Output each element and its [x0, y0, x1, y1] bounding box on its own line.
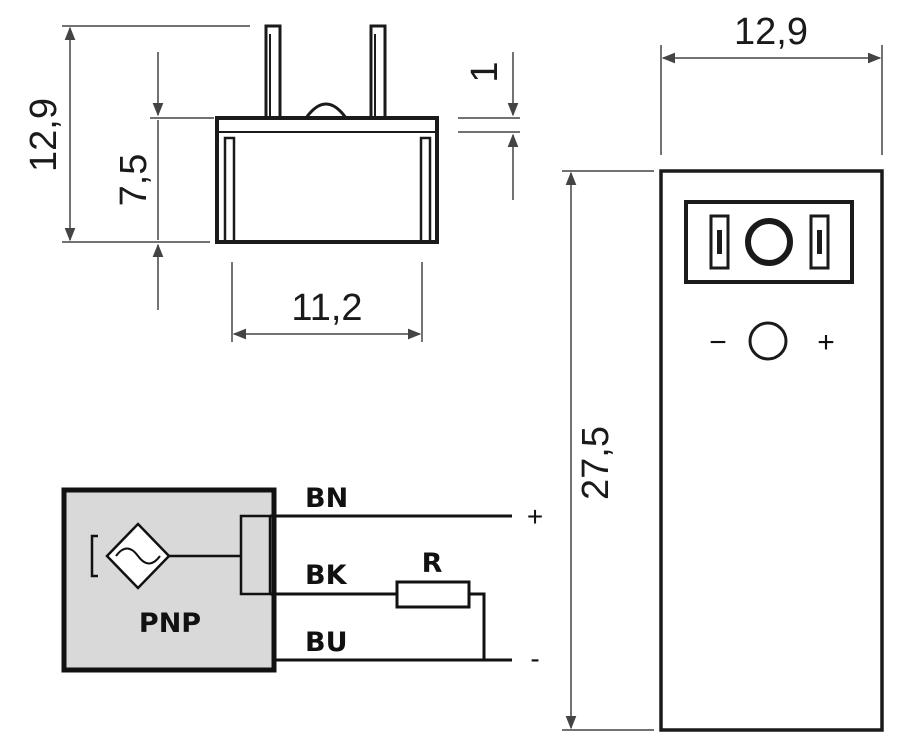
- dim-side-height-label: 12,9: [23, 98, 65, 172]
- resistor-label: R: [422, 548, 443, 579]
- dim-top-length: 27,5: [562, 170, 654, 731]
- wire-bu-label: BU: [305, 627, 348, 658]
- resistor-to-ground: [469, 592, 486, 660]
- terminal-minus-label: -: [530, 643, 539, 674]
- right-pin: [369, 24, 387, 120]
- dim-body-height: 7,5: [113, 52, 214, 310]
- wire-bn-label: BN: [305, 483, 348, 514]
- sensor-bracket: [90, 534, 98, 578]
- connector-left-slot-inner: [717, 230, 722, 254]
- wiring-diagram: PNP BN BK BU R + -: [61, 483, 543, 674]
- dim-top-length-label: 27,5: [575, 426, 617, 500]
- led-indicator: [748, 321, 788, 361]
- led-minus-label: −: [709, 326, 727, 359]
- left-pin: [264, 24, 282, 120]
- sensor-box: [61, 487, 277, 673]
- dim-body-height-label: 7,5: [113, 154, 155, 207]
- side-view: [215, 24, 439, 244]
- top-view: − +: [659, 169, 884, 732]
- led-dome: [304, 102, 348, 119]
- terminal-plus-label: +: [527, 501, 543, 532]
- connector-center-pin: [745, 218, 793, 266]
- wire-bk-label: BK: [305, 560, 348, 591]
- dim-top-width: 12,9: [660, 11, 883, 155]
- sensor-diamond-wave: [115, 547, 161, 565]
- resistor: [395, 580, 471, 609]
- dim-plate-thickness-label: 1: [464, 61, 506, 82]
- dim-side-height: 12,9: [23, 25, 250, 243]
- sensor-body-side: [215, 116, 439, 244]
- body-left-groove: [223, 136, 236, 244]
- output-stage-box: [239, 514, 272, 596]
- dim-side-width-label: 11,2: [291, 287, 362, 329]
- connector-right-slot-inner: [817, 230, 822, 254]
- body-right-groove: [419, 136, 432, 244]
- sensor-type-label: PNP: [139, 608, 201, 639]
- dim-top-width-label: 12,9: [734, 11, 808, 53]
- dim-side-width: 11,2: [231, 262, 423, 342]
- led-plus-label: +: [817, 326, 835, 359]
- dim-plate-thickness: 1: [458, 52, 520, 200]
